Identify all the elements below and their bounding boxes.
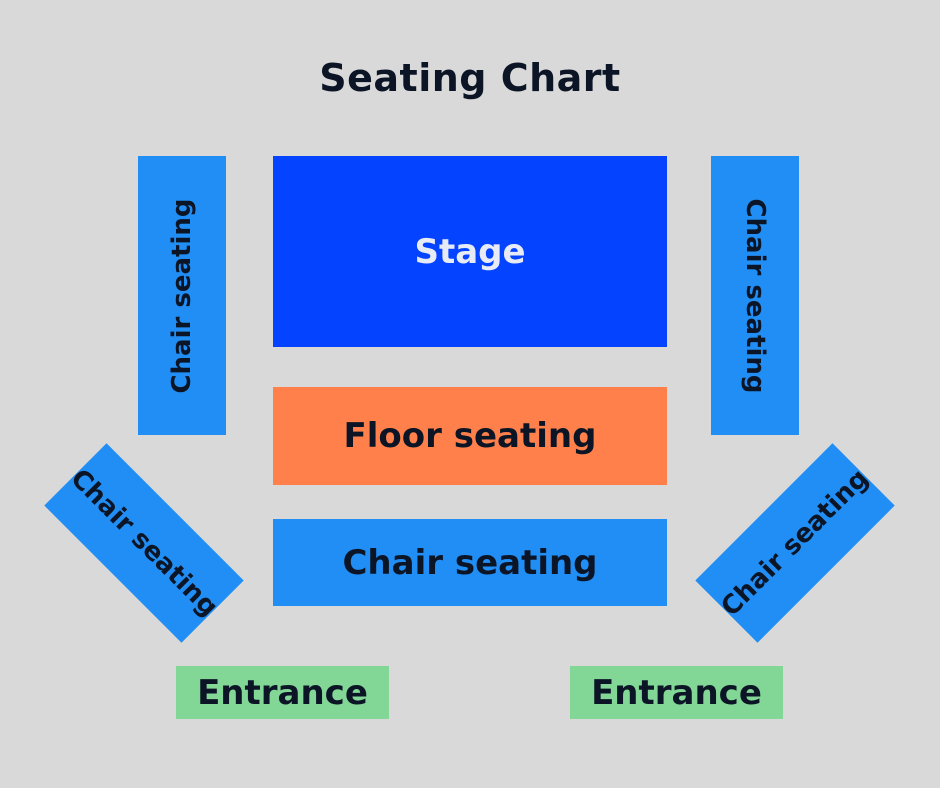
entrance-right-area: Entrance [570,666,783,719]
chair-seating-right-diagonal-label: Chair seating [715,463,875,623]
entrance-right-label: Entrance [591,672,762,713]
entrance-left-area: Entrance [176,666,389,719]
chair-seating-left-area: Chair seating [138,156,226,435]
chair-seating-center-area: Chair seating [273,519,667,606]
chair-seating-left-diagonal-area: Chair seating [44,443,244,643]
floor-seating-label: Floor seating [343,416,597,456]
chair-seating-right-area: Chair seating [711,156,799,435]
stage-area: Stage [273,156,667,347]
chair-seating-left-label: Chair seating [167,197,197,394]
chair-seating-left-diagonal-label: Chair seating [64,463,224,623]
entrance-left-label: Entrance [197,672,368,713]
floor-seating-area: Floor seating [273,387,667,485]
chair-seating-right-diagonal-area: Chair seating [695,443,895,643]
stage-label: Stage [414,231,526,272]
chair-seating-center-label: Chair seating [342,542,598,583]
chair-seating-right-label: Chair seating [740,197,770,394]
page-title: Seating Chart [319,56,621,100]
